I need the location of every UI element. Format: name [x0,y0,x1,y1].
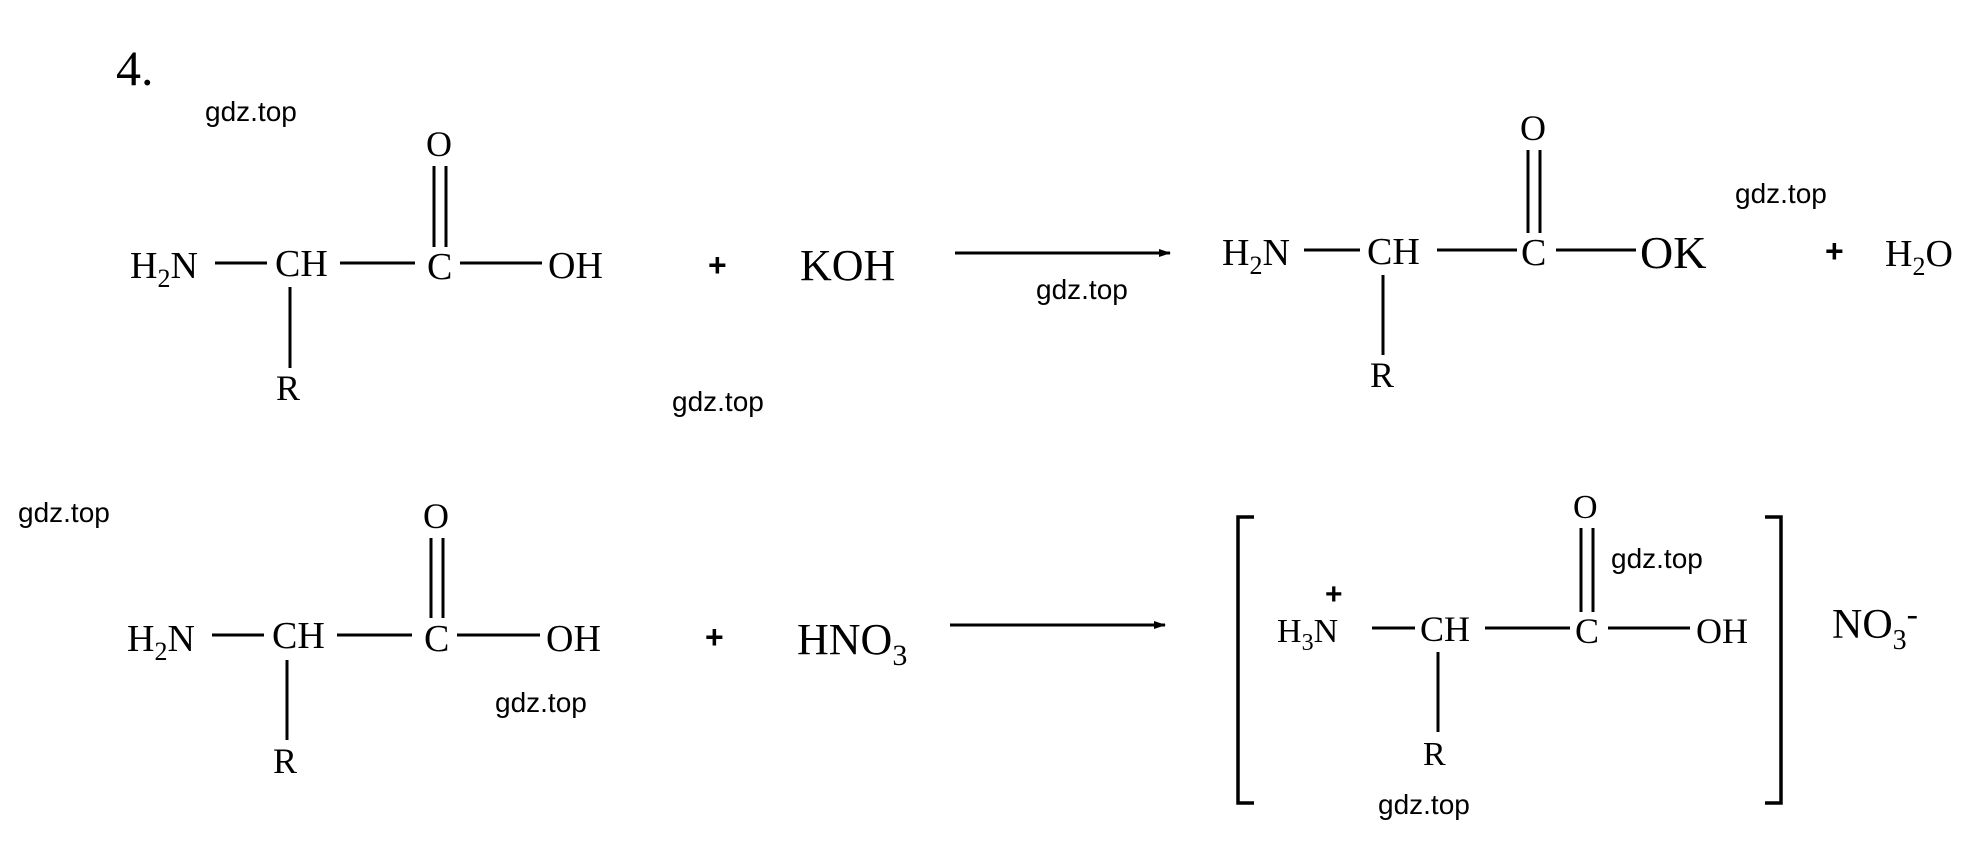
water: H2O [1885,233,1953,281]
plus-sign: + [1825,233,1844,269]
plus-sign: + [708,247,727,283]
amino-acid-reactant-1: H2N CH R C O OH [130,124,603,408]
hydroxyl-group: OH [1696,611,1748,651]
watermark: gdz.top [1611,543,1703,574]
r-group: R [273,741,297,781]
ammonium-charge: + [1325,578,1343,611]
reaction-2: H2N CH R C O OH + HNO3 H3N + CH R [127,489,1918,805]
watermark: gdz.top [495,687,587,718]
carbonyl-oxygen: O [1573,489,1598,526]
h3n-plus-group: H3N [1277,613,1338,656]
potassium-salt-product: H2N CH R C O OK [1222,108,1706,395]
hydroxyl-group: OH [546,618,601,660]
carbonyl-oxygen: O [423,496,449,536]
watermarks: gdz.top gdz.top gdz.top gdz.top gdz.top … [18,96,1827,820]
amino-acid-reactant-2: H2N CH R C O OH [127,496,601,781]
ok-group: OK [1640,227,1706,278]
h2n-group: H2N [1222,232,1290,280]
task-number: 4. [116,40,154,96]
plus-sign: + [705,619,724,655]
watermark: gdz.top [1378,789,1470,820]
carbonyl-carbon: C [427,246,452,288]
h2n-group: H2N [130,245,198,293]
left-square-bracket [1236,515,1254,805]
hydroxyl-group: OH [548,245,603,287]
watermark: gdz.top [1036,274,1128,305]
reagent-hno3: HNO3 [797,615,907,672]
carbonyl-oxygen: O [426,124,452,164]
ch-group: CH [272,615,325,657]
reaction-1: H2N CH R C O OH + KOH H2N CH R C O [130,108,1953,408]
carbonyl-carbon: C [1521,232,1546,274]
right-square-bracket [1765,515,1783,805]
r-group: R [1423,736,1446,773]
reagent-koh: KOH [800,241,895,290]
ch-group: CH [275,243,328,285]
r-group: R [276,368,300,408]
watermark: gdz.top [672,386,764,417]
watermark: gdz.top [18,497,110,528]
watermark: gdz.top [205,96,297,127]
carbonyl-oxygen: O [1520,108,1546,148]
ch-group: CH [1420,609,1470,649]
carbonyl-carbon: C [424,618,449,660]
nitrate-anion: NO3- [1832,596,1918,656]
watermark: gdz.top [1735,178,1827,209]
r-group: R [1370,355,1394,395]
h2n-group: H2N [127,618,195,666]
ch-group: CH [1367,231,1420,273]
ammonium-nitrate-product: H3N + CH R C O OH [1236,489,1783,805]
carbonyl-carbon: C [1575,611,1599,651]
